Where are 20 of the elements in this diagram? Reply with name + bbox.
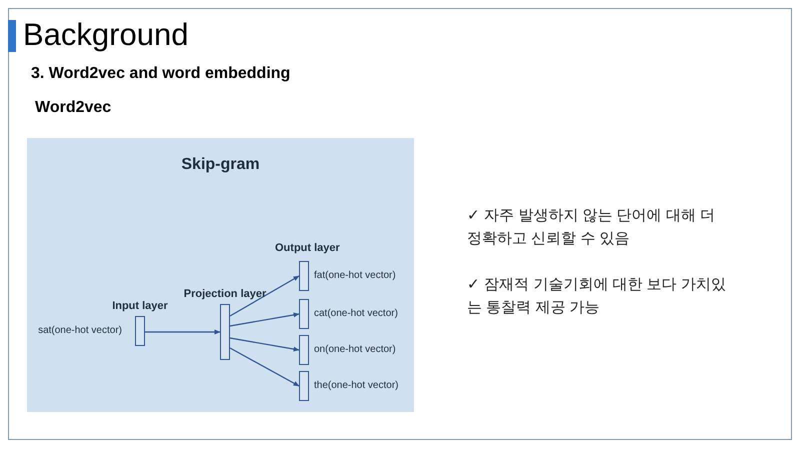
vector-label: on(one-hot vector) — [314, 344, 396, 355]
bullet-text: ✓ 잠재적 기술기회에 대한 보다 가치있는 통찰력 제공 가능 — [467, 275, 727, 318]
layer-heading: Input layer — [112, 300, 168, 312]
vector-label: sat(one-hot vector) — [38, 325, 122, 336]
subheading: Word2vec — [35, 99, 112, 117]
arrow — [230, 275, 300, 317]
arrow — [230, 312, 300, 327]
vector-label: fat(one-hot vector) — [314, 270, 396, 281]
layer-heading: Output layer — [275, 242, 340, 254]
slide-title: Background — [23, 17, 188, 53]
arrow — [145, 330, 220, 334]
diagram-panel — [27, 138, 414, 412]
arrow — [230, 337, 300, 352]
vector-label: the(one-hot vector) — [314, 380, 398, 391]
layer-heading: Projection layer — [184, 288, 266, 300]
vector-label: cat(one-hot vector) — [314, 308, 398, 319]
bullet-text: ✓ 자주 발생하지 않는 단어에 대해 더 정확하고 신뢰할 수 있음 — [467, 206, 716, 249]
section-heading: 3. Word2vec and word embedding — [31, 65, 290, 83]
arrow — [230, 347, 300, 387]
panel-heading: Skip-gram — [180, 156, 261, 174]
